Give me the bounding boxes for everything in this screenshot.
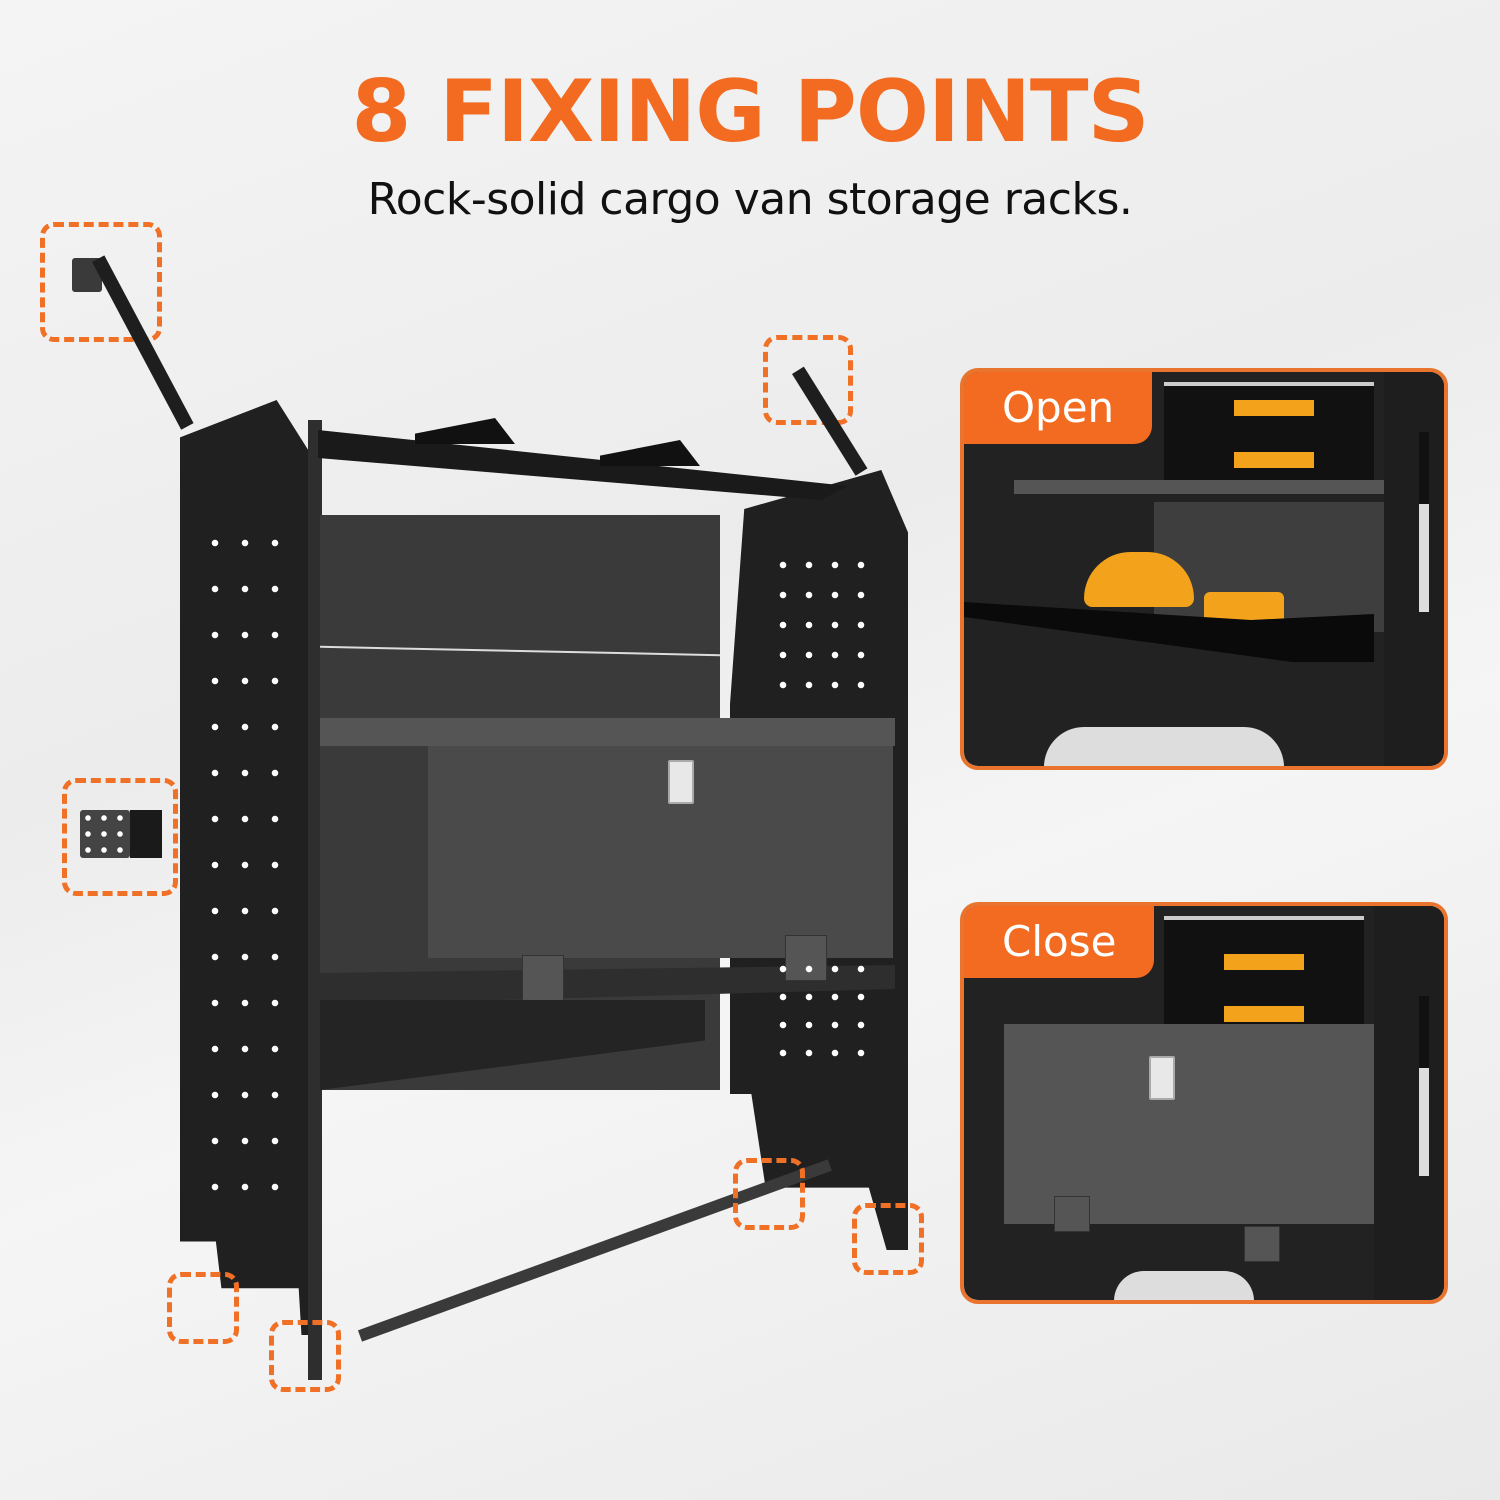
- screwdriver: [1419, 996, 1429, 1176]
- right-panel-perforations: [770, 550, 880, 700]
- organizer-handle: [1234, 400, 1314, 416]
- door-latch-icon[interactable]: [1149, 1056, 1175, 1100]
- l-bracket-flange: [130, 810, 162, 858]
- paint-cans: [1114, 1271, 1254, 1300]
- l-bracket-icon: [80, 810, 130, 858]
- hinge-icon: [1244, 1226, 1280, 1262]
- fixing-point-highlight: [269, 1320, 341, 1392]
- door-latch-icon[interactable]: [668, 760, 694, 804]
- organizer-handle: [1224, 1006, 1304, 1022]
- fixing-point-highlight: [62, 778, 178, 896]
- organizer-handle: [1234, 452, 1314, 468]
- top-shelf-fin: [600, 440, 700, 466]
- hard-hat: [1084, 552, 1194, 607]
- headline: 8 FIXING POINTS: [351, 62, 1149, 162]
- inset-label-close: Close: [964, 906, 1155, 978]
- organizer-handle: [1224, 954, 1304, 970]
- top-shelf: [318, 430, 848, 500]
- drop-down-door[interactable]: [428, 718, 893, 958]
- fixing-point-highlight: [40, 222, 162, 342]
- left-panel-edge: [308, 420, 322, 1380]
- organizer-box: [1164, 382, 1374, 486]
- paint-cans: [1044, 727, 1284, 766]
- screwdriver: [1419, 432, 1429, 612]
- inset-open: Open: [960, 368, 1448, 770]
- inset-close: Close: [960, 902, 1448, 1304]
- hinge-icon: [1054, 1196, 1090, 1232]
- side-panel: [1374, 906, 1444, 1300]
- rack-illustration: [40, 222, 924, 1392]
- fixing-point-highlight: [167, 1272, 239, 1344]
- fixing-point-highlight: [763, 335, 853, 425]
- left-panel-perforations: [200, 520, 290, 1220]
- side-panel: [1384, 372, 1444, 766]
- inset-scene-open: [964, 372, 1444, 766]
- inset-label-open: Open: [964, 372, 1153, 444]
- fixing-point-highlight: [852, 1203, 924, 1275]
- door-top-rail: [320, 718, 895, 746]
- closed-door-panel[interactable]: [1004, 1024, 1374, 1224]
- right-panel-perforations: [770, 955, 880, 1075]
- shelf: [1014, 480, 1384, 494]
- top-shelf-fin: [415, 418, 515, 444]
- hinge-icon: [522, 955, 564, 1001]
- subheadline: Rock-solid cargo van storage racks.: [367, 174, 1133, 225]
- fixing-point-highlight: [733, 1158, 805, 1230]
